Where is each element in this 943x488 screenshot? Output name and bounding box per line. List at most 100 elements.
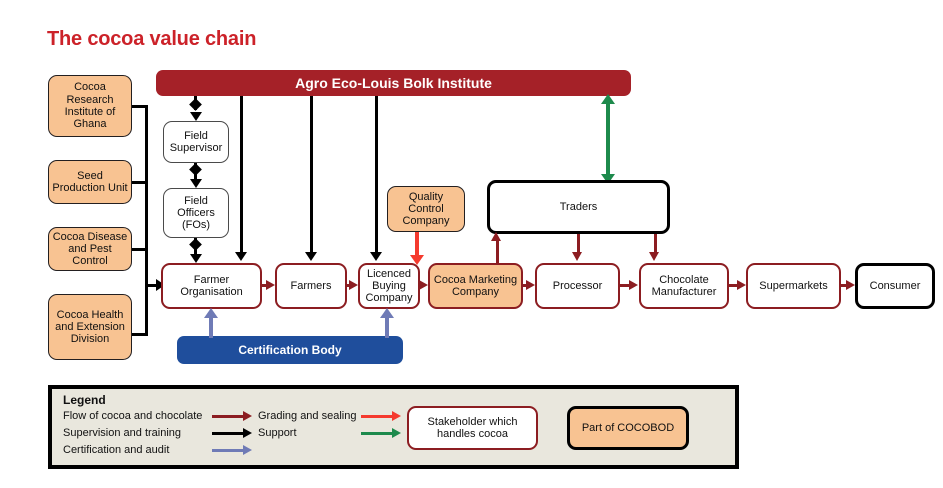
flow-cmc-to-traders-line xyxy=(496,240,499,263)
node-field-officers: Field Officers (FOs) xyxy=(163,188,229,238)
arrowhead-cocobod-to-farmer-org xyxy=(156,279,165,291)
legend-arrow-supervision xyxy=(212,432,245,435)
legend-arrow-certification xyxy=(212,449,245,452)
banner-top-label: Agro Eco-Louis Bolk Institute xyxy=(295,75,492,91)
node-farmers: Farmers xyxy=(275,263,347,309)
arrowhead-to-field-supervisor xyxy=(190,112,202,121)
legend-label-support: Support xyxy=(258,427,297,439)
node-farmer-organisation: Farmer Organisation xyxy=(161,263,262,309)
flow-line-processor-chocolate xyxy=(620,284,630,287)
node-label: Quality Control Company xyxy=(402,190,450,228)
node-label: Cocoa Health and Extension Division xyxy=(55,308,125,346)
node-label: Processor xyxy=(552,279,603,292)
legend-arrowhead-grading xyxy=(392,411,401,421)
connector-cocobod-to-farmer-org xyxy=(145,284,159,287)
node-label: Farmer Organisation xyxy=(180,273,243,298)
node-seed-production-unit: Seed Production Unit xyxy=(48,160,132,204)
legend-title: Legend xyxy=(63,393,106,407)
legend-arrowhead-certification xyxy=(243,445,252,455)
node-licenced-buying-company: Licenced Buying Company xyxy=(358,263,420,309)
node-supermarkets: Supermarkets xyxy=(746,263,841,309)
flow-line-farmerorg-farmers xyxy=(262,284,268,287)
connector-cocobod-trunk xyxy=(145,105,148,336)
flow-traders-to-processor-arrow xyxy=(572,252,582,261)
flow-cmc-to-traders-arrow xyxy=(491,232,501,241)
banner-certification-body: Certification Body xyxy=(177,336,403,364)
diamond-supervisor-top xyxy=(189,98,202,111)
grading-arrow-line xyxy=(415,232,419,259)
node-label: Licenced Buying Company xyxy=(365,267,413,305)
banner-certification-label: Certification Body xyxy=(238,343,342,357)
arrowhead-supervision-farmers xyxy=(305,252,317,261)
node-cocoa-research-institute-of-ghana: Cocoa Research Institute of Ghana xyxy=(48,75,132,137)
node-chocolate-manufacturer: Chocolate Manufacturer xyxy=(639,263,729,309)
flow-traders-to-processor-line xyxy=(577,234,580,255)
node-field-supervisor: Field Supervisor xyxy=(163,121,229,163)
grading-arrow-head xyxy=(410,255,424,265)
node-label: Seed Production Unit xyxy=(52,169,128,194)
flow-line-farmers-lbc xyxy=(347,284,350,287)
legend-arrowhead-flow-of-cocoa xyxy=(243,411,252,421)
legend-key-label: Part of COCOBOD xyxy=(581,421,675,434)
diamond-fos-top xyxy=(189,163,202,176)
legend-arrowhead-support xyxy=(392,428,401,438)
node-quality-control-company: Quality Control Company xyxy=(387,186,465,232)
certification-arrow-head-lbc xyxy=(380,308,394,318)
flow-arrow-chocolate-supermarkets xyxy=(737,280,746,290)
arrowhead-supervision-lbc xyxy=(370,252,382,261)
legend-label-flow-of-cocoa: Flow of cocoa and chocolate xyxy=(63,410,203,422)
legend-label-grading-and-sealing: Grading and sealing xyxy=(258,410,357,422)
arrowhead-to-farmer-organisation xyxy=(190,254,202,263)
flow-arrow-lbc-cmc xyxy=(419,280,428,290)
node-label: Supermarkets xyxy=(759,279,828,292)
supervision-line-to-farmer-org xyxy=(240,96,243,254)
node-label: Field Officers (FOs) xyxy=(177,194,215,232)
legend-label-supervision-and-training: Supervision and training xyxy=(63,427,182,439)
support-arrow-head-down xyxy=(601,174,615,184)
support-arrow-line xyxy=(606,100,610,178)
certification-arrow-line-lbc xyxy=(385,316,389,338)
supervision-line-to-farmers xyxy=(310,96,313,254)
legend-key-label: Stakeholder which handles cocoa xyxy=(427,415,518,440)
node-label: Cocoa Marketing Company xyxy=(433,273,518,298)
flow-arrow-supermarkets-consumer xyxy=(846,280,855,290)
connector-cocobod-stub-3 xyxy=(132,248,148,251)
banner-agro-eco-louis-bolk-institute: Agro Eco-Louis Bolk Institute xyxy=(156,70,631,96)
diamond-farmer-org-top xyxy=(189,238,202,251)
node-cocoa-marketing-company: Cocoa Marketing Company xyxy=(428,263,523,309)
node-label: Traders xyxy=(559,200,598,213)
arrowhead-to-field-officers xyxy=(190,179,202,188)
node-traders: Traders xyxy=(487,180,670,234)
flow-traders-to-chocolate-line xyxy=(654,234,657,255)
node-label: Cocoa Disease and Pest Control xyxy=(52,230,128,268)
support-arrow-head-up xyxy=(601,94,615,104)
flow-line-cmc-processor xyxy=(523,284,527,287)
flow-line-supermarkets-consumer xyxy=(841,284,847,287)
connector-cocobod-stub-4 xyxy=(132,333,148,336)
node-label: Consumer xyxy=(869,279,921,292)
connector-cocobod-stub-1 xyxy=(132,105,148,108)
legend-arrow-grading xyxy=(361,415,394,418)
node-cocoa-disease-and-pest-control: Cocoa Disease and Pest Control xyxy=(48,227,132,271)
legend-key-stakeholder-which-handles-cocoa: Stakeholder which handles cocoa xyxy=(407,406,538,450)
legend-arrow-flow-of-cocoa xyxy=(212,415,245,418)
node-label: Cocoa Research Institute of Ghana xyxy=(64,81,116,131)
flow-traders-to-chocolate-arrow xyxy=(649,252,659,261)
legend-key-part-of-cocobod: Part of COCOBOD xyxy=(567,406,689,450)
flow-line-chocolate-supermarkets xyxy=(729,284,737,287)
legend-arrow-support xyxy=(361,432,394,435)
node-cocoa-health-and-extension-division: Cocoa Health and Extension Division xyxy=(48,294,132,360)
connector-cocobod-stub-2 xyxy=(132,181,148,184)
node-processor: Processor xyxy=(535,263,620,309)
supervision-line-to-lbc xyxy=(375,96,378,254)
certification-arrow-head-farmer-org xyxy=(204,308,218,318)
flow-arrow-farmers-lbc xyxy=(349,280,358,290)
flow-arrow-processor-chocolate xyxy=(629,280,638,290)
flow-arrow-farmerorg-farmers xyxy=(266,280,275,290)
node-label: Farmers xyxy=(290,279,332,292)
legend-arrowhead-supervision xyxy=(243,428,252,438)
node-consumer: Consumer xyxy=(855,263,935,309)
arrowhead-supervision-farmer-org xyxy=(235,252,247,261)
node-label: Chocolate Manufacturer xyxy=(651,273,717,298)
